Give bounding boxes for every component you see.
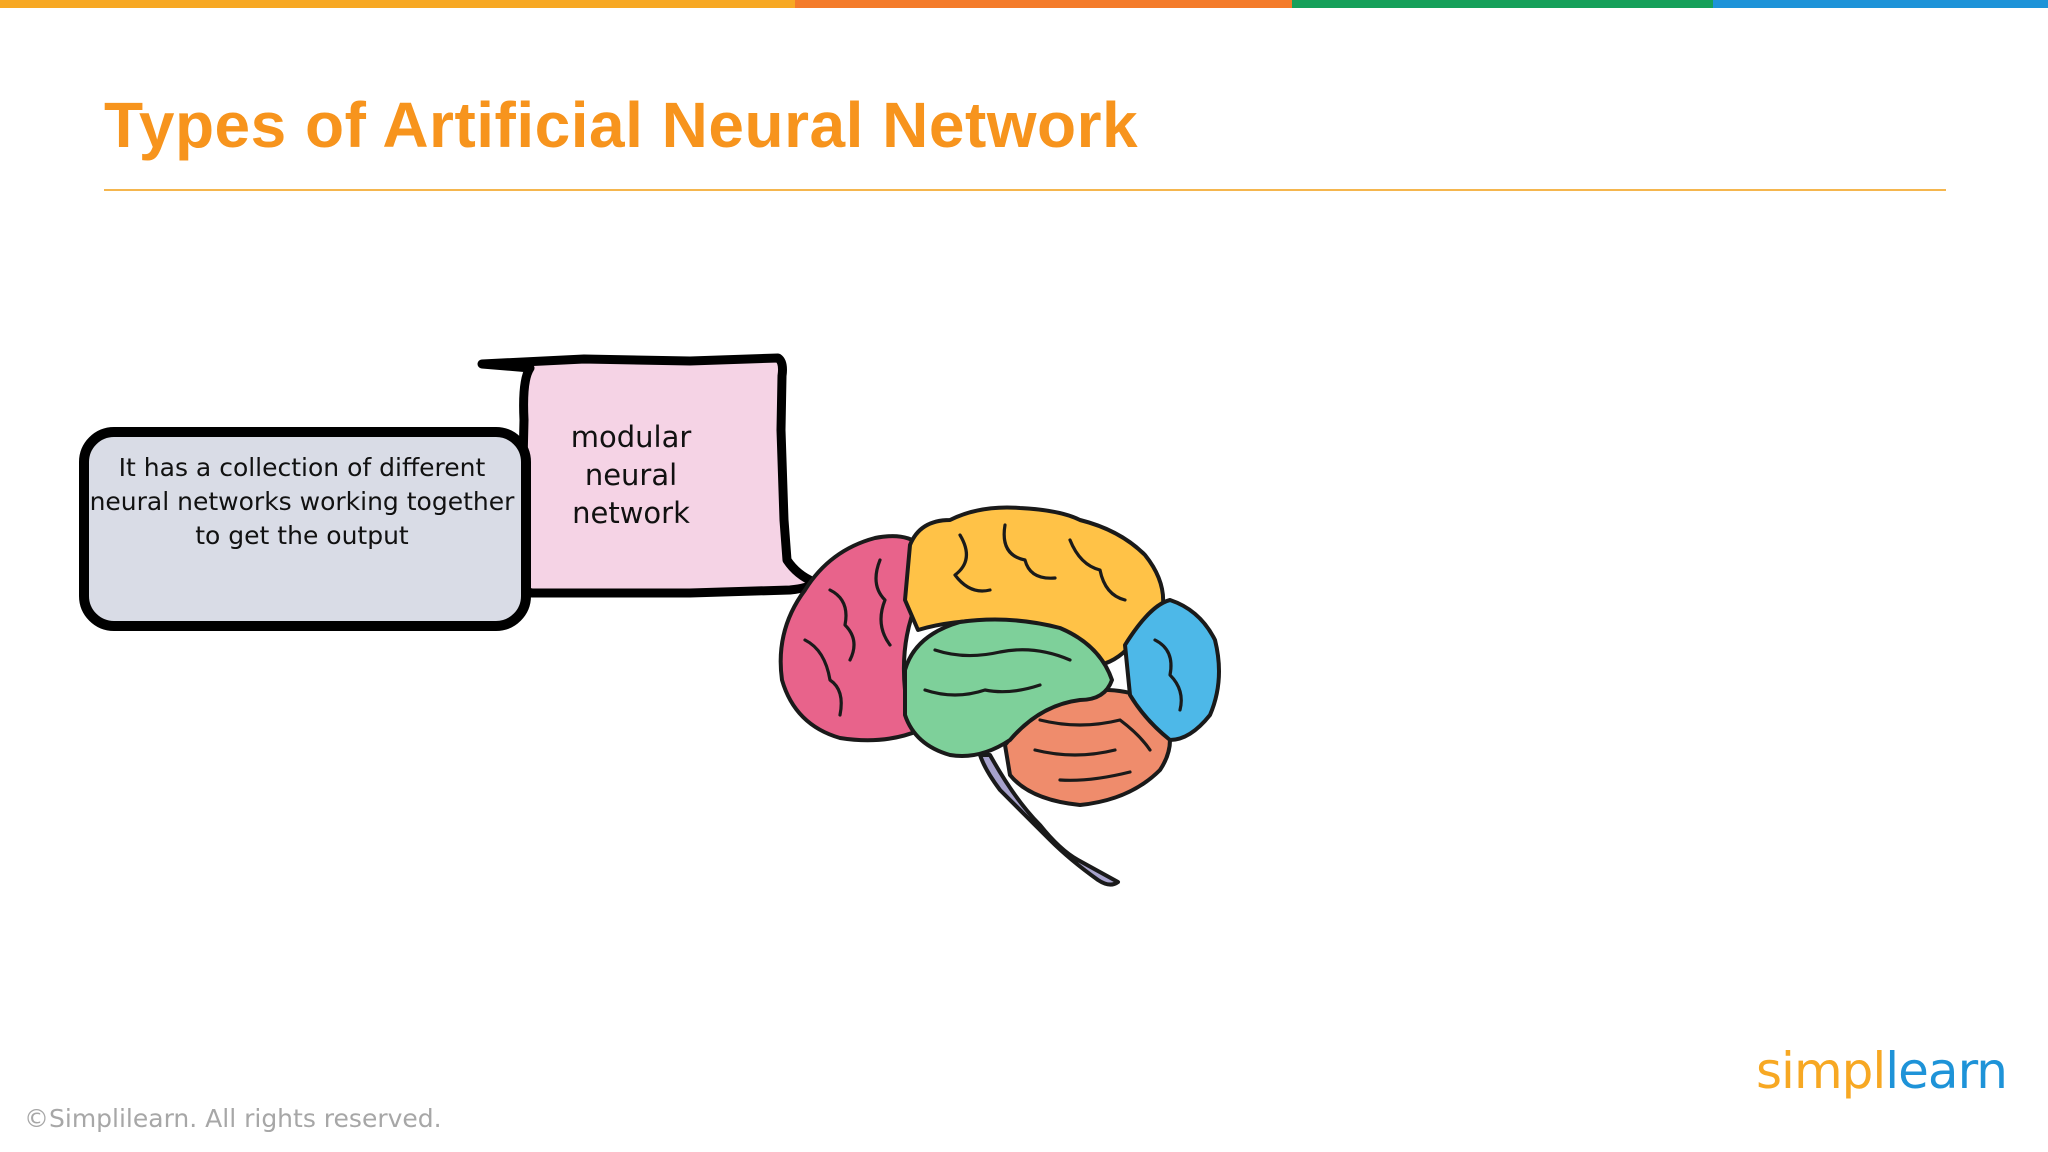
- brain-fold-lines: [803, 523, 1183, 782]
- slide-title: Types of Artificial Neural Network: [104, 89, 1139, 161]
- brain-stem-lobe: [978, 753, 1120, 887]
- logo-text-left: simpl: [1756, 1042, 1886, 1100]
- top-bar-green: [1292, 0, 1713, 8]
- definition-text: It has a collection of different neural …: [89, 453, 515, 550]
- top-bar-red-orange: [795, 0, 1292, 8]
- frontal-lobe: [778, 534, 922, 743]
- top-color-bar: [0, 0, 2048, 8]
- term-text: modular neural network: [570, 420, 692, 530]
- definition-box: [79, 427, 531, 631]
- top-bar-blue: [1713, 0, 2048, 8]
- copyright-notice: ©Simplilearn. All rights reserved.: [24, 1104, 442, 1133]
- brain-illustration: [778, 505, 1221, 887]
- title-divider: [104, 189, 1946, 191]
- top-bar-orange: [0, 0, 795, 8]
- logo-text-right: learn: [1885, 1042, 2008, 1100]
- simplilearn-logo: simpllearn: [1756, 1042, 2008, 1100]
